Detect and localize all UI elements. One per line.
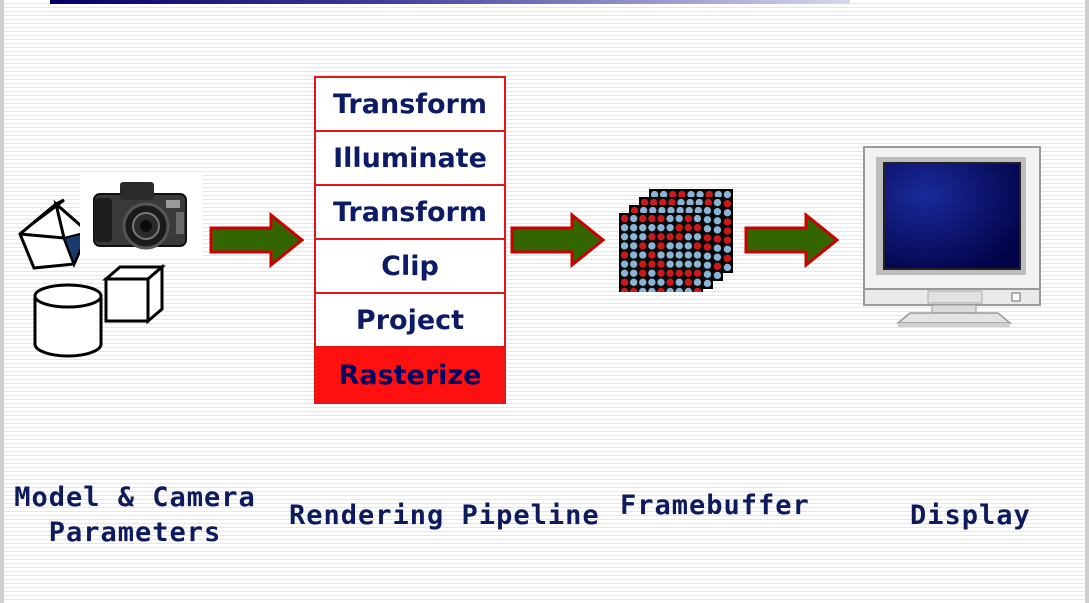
pentagon-prism-icon [18,198,90,270]
title-bar-accent [50,0,850,4]
arrow-models-to-pipeline [209,212,305,268]
cylinder-icon [33,283,103,358]
label-display: Display [910,500,1031,531]
label-framebuffer: Framebuffer [620,490,810,521]
rendering-pipeline-stack: Transform Illuminate Transform Clip Proj… [314,76,506,404]
label-model-camera-line1: Model & Camera [14,482,256,513]
stage-rasterize: Rasterize [316,348,504,402]
arrow-framebuffer-to-display [744,212,840,268]
stage-illuminate: Illuminate [316,132,504,186]
left-border [0,0,4,603]
framebuffer-grid-icon [619,189,733,292]
stage-clip: Clip [316,240,504,294]
stage-project: Project [316,294,504,348]
label-model-camera: Model & Camera Parameters [4,480,266,550]
cube-icon [102,263,166,325]
monitor-icon [863,146,1041,327]
label-rendering-pipeline: Rendering Pipeline [289,500,600,531]
stage-transform-1: Transform [316,78,504,132]
camera-icon [80,172,202,257]
stage-transform-2: Transform [316,186,504,240]
right-border [1085,0,1089,603]
label-model-camera-line2: Parameters [48,517,222,548]
arrow-pipeline-to-framebuffer [510,212,606,268]
